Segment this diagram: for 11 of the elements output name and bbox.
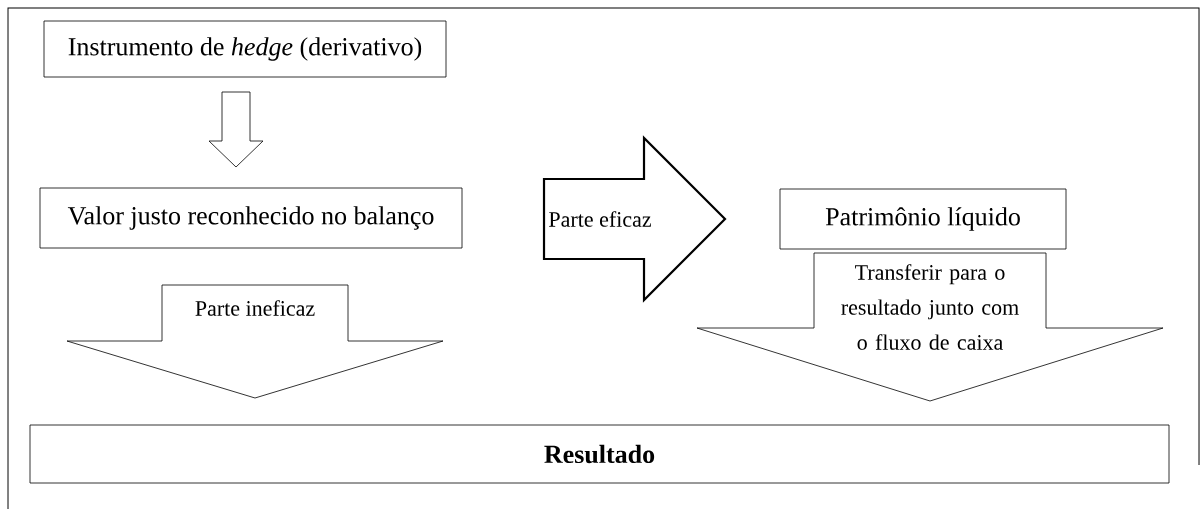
block-arrow <box>208 91 264 168</box>
block-arrow <box>696 252 1164 402</box>
text-box: Instrumento de hedge (derivativo) <box>43 20 447 78</box>
edge-label: Parte eficaz <box>549 211 651 227</box>
text-box: Valor justo reconhecido no balanço <box>39 187 463 249</box>
text-box: Patrimônio líquido <box>779 188 1067 250</box>
edge-label: Parte ineficaz <box>195 300 315 316</box>
block-arrow <box>66 284 444 399</box>
block-arrow <box>542 135 727 303</box>
edge-label: Transferir para o resultado junto com o fluxo de caixa <box>841 264 1019 350</box>
text-box: Resultado <box>29 424 1170 484</box>
